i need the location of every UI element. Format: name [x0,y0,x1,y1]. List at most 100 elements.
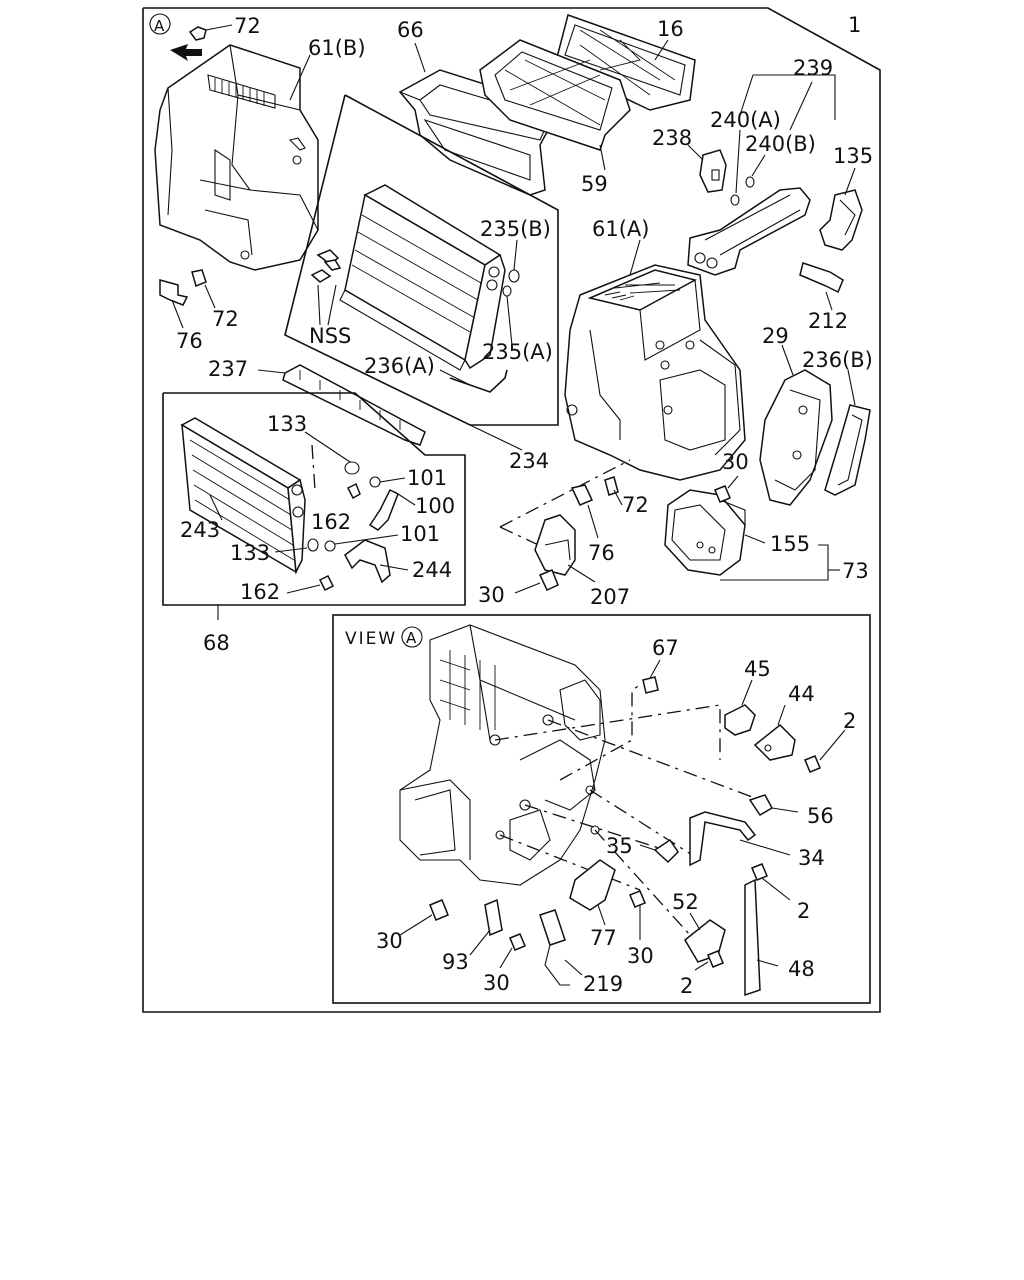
label-133-top: 133 [267,412,307,436]
label-76-mid: 76 [588,541,615,565]
label-162-top: 162 [311,510,351,534]
door-29 [759,369,833,506]
bracket-135 [819,189,863,251]
drain-hose-236a [449,369,508,393]
label-244: 244 [412,558,452,582]
bracket-76-left [159,279,189,306]
label-72-left: 72 [212,307,239,331]
label-30-v3: 30 [483,971,510,995]
label-56: 56 [807,804,834,828]
label-133-bot: 133 [230,541,270,565]
label-30-low: 30 [478,583,505,607]
o-ring-235a [502,285,512,297]
view-a-box [332,614,871,1004]
view-a-title: VIEW A [345,626,423,649]
view-a-marker-letter: A [154,17,165,35]
label-101-bot: 101 [400,522,440,546]
clip-72-left [191,269,207,288]
clip-67 [642,676,659,694]
screw-162-top [346,482,361,500]
label-207: 207 [590,585,630,609]
label-101-top: 101 [407,466,447,490]
bracket-237 [282,364,426,446]
label-45: 45 [744,657,771,681]
screw-2-c [707,950,724,968]
label-30-v2: 30 [627,944,654,968]
view-title-text: VIEW [345,629,397,649]
label-67: 67 [652,636,679,660]
label-72-mid: 72 [622,493,649,517]
sensor-219 [539,909,570,986]
cam-35 [653,838,679,864]
screw-162-bot [318,574,335,592]
label-30-v1: 30 [376,929,403,953]
lever-48 [744,878,761,997]
label-238: 238 [652,126,692,150]
o-ring-101-top [369,476,381,488]
nut-56 [748,794,774,817]
label-234: 234 [509,449,549,473]
nss-clips [310,249,342,326]
label-236b: 236(B) [802,348,873,372]
label-240b: 240(B) [745,132,816,156]
label-30-mid: 30 [722,450,749,474]
label-77: 77 [590,926,617,950]
label-68: 68 [203,631,230,655]
label-236a: 236(A) [364,354,435,378]
label-239: 239 [793,56,833,80]
heater-core-243 [180,417,306,575]
screw-2-a [804,755,821,773]
pressure-switch-238 [699,149,727,193]
screw-30-v2 [629,890,646,908]
label-235a: 235(A) [482,340,553,364]
actuator-207 [534,514,576,576]
screw-30-v3 [509,933,526,951]
label-100: 100 [415,494,455,518]
link-34 [689,811,757,867]
label-16: 16 [657,17,684,41]
pipe-239 [687,187,811,276]
label-34: 34 [798,846,825,870]
filter-frame-59 [479,39,631,151]
o-ring-101-bot [324,540,336,552]
label-44: 44 [788,682,815,706]
heater-case-61b [154,44,319,271]
door-lever-77 [569,859,616,911]
label-219: 219 [583,972,623,996]
pipe-100 [368,488,399,531]
screw-30-v1 [429,899,449,921]
view-a-marker: A [149,13,171,35]
screw-30-low [538,569,559,591]
label-135: 135 [833,144,873,168]
clamp-133-top [344,461,360,475]
label-93: 93 [442,950,469,974]
label-240a: 240(A) [710,108,781,132]
heater-core-group-box [162,392,466,606]
label-2-b: 2 [797,899,810,923]
label-243: 243 [180,518,220,542]
screw-2-b [751,863,768,881]
label-48: 48 [788,957,815,981]
bolt-212 [799,262,844,294]
clip-93 [484,898,503,937]
evaporator-group-box [284,94,559,426]
label-162-bot: 162 [240,580,280,604]
label-59: 59 [581,172,608,196]
label-212: 212 [808,309,848,333]
label-235b: 235(B) [480,217,551,241]
pipe-244 [344,539,391,584]
label-2-a: 2 [843,709,856,733]
view-a-case [399,624,606,886]
label-1: 1 [848,13,861,37]
view-title-letter: A [406,629,417,647]
label-66: 66 [397,18,424,42]
evaporator-core [339,184,506,371]
label-76-left: 76 [176,329,203,353]
lever-45 [724,704,756,736]
label-35: 35 [606,834,633,858]
clamp-133-bot [307,538,319,552]
label-nss: NSS [309,324,351,348]
heater-case-61a [564,264,746,481]
o-ring-240b [745,176,755,188]
